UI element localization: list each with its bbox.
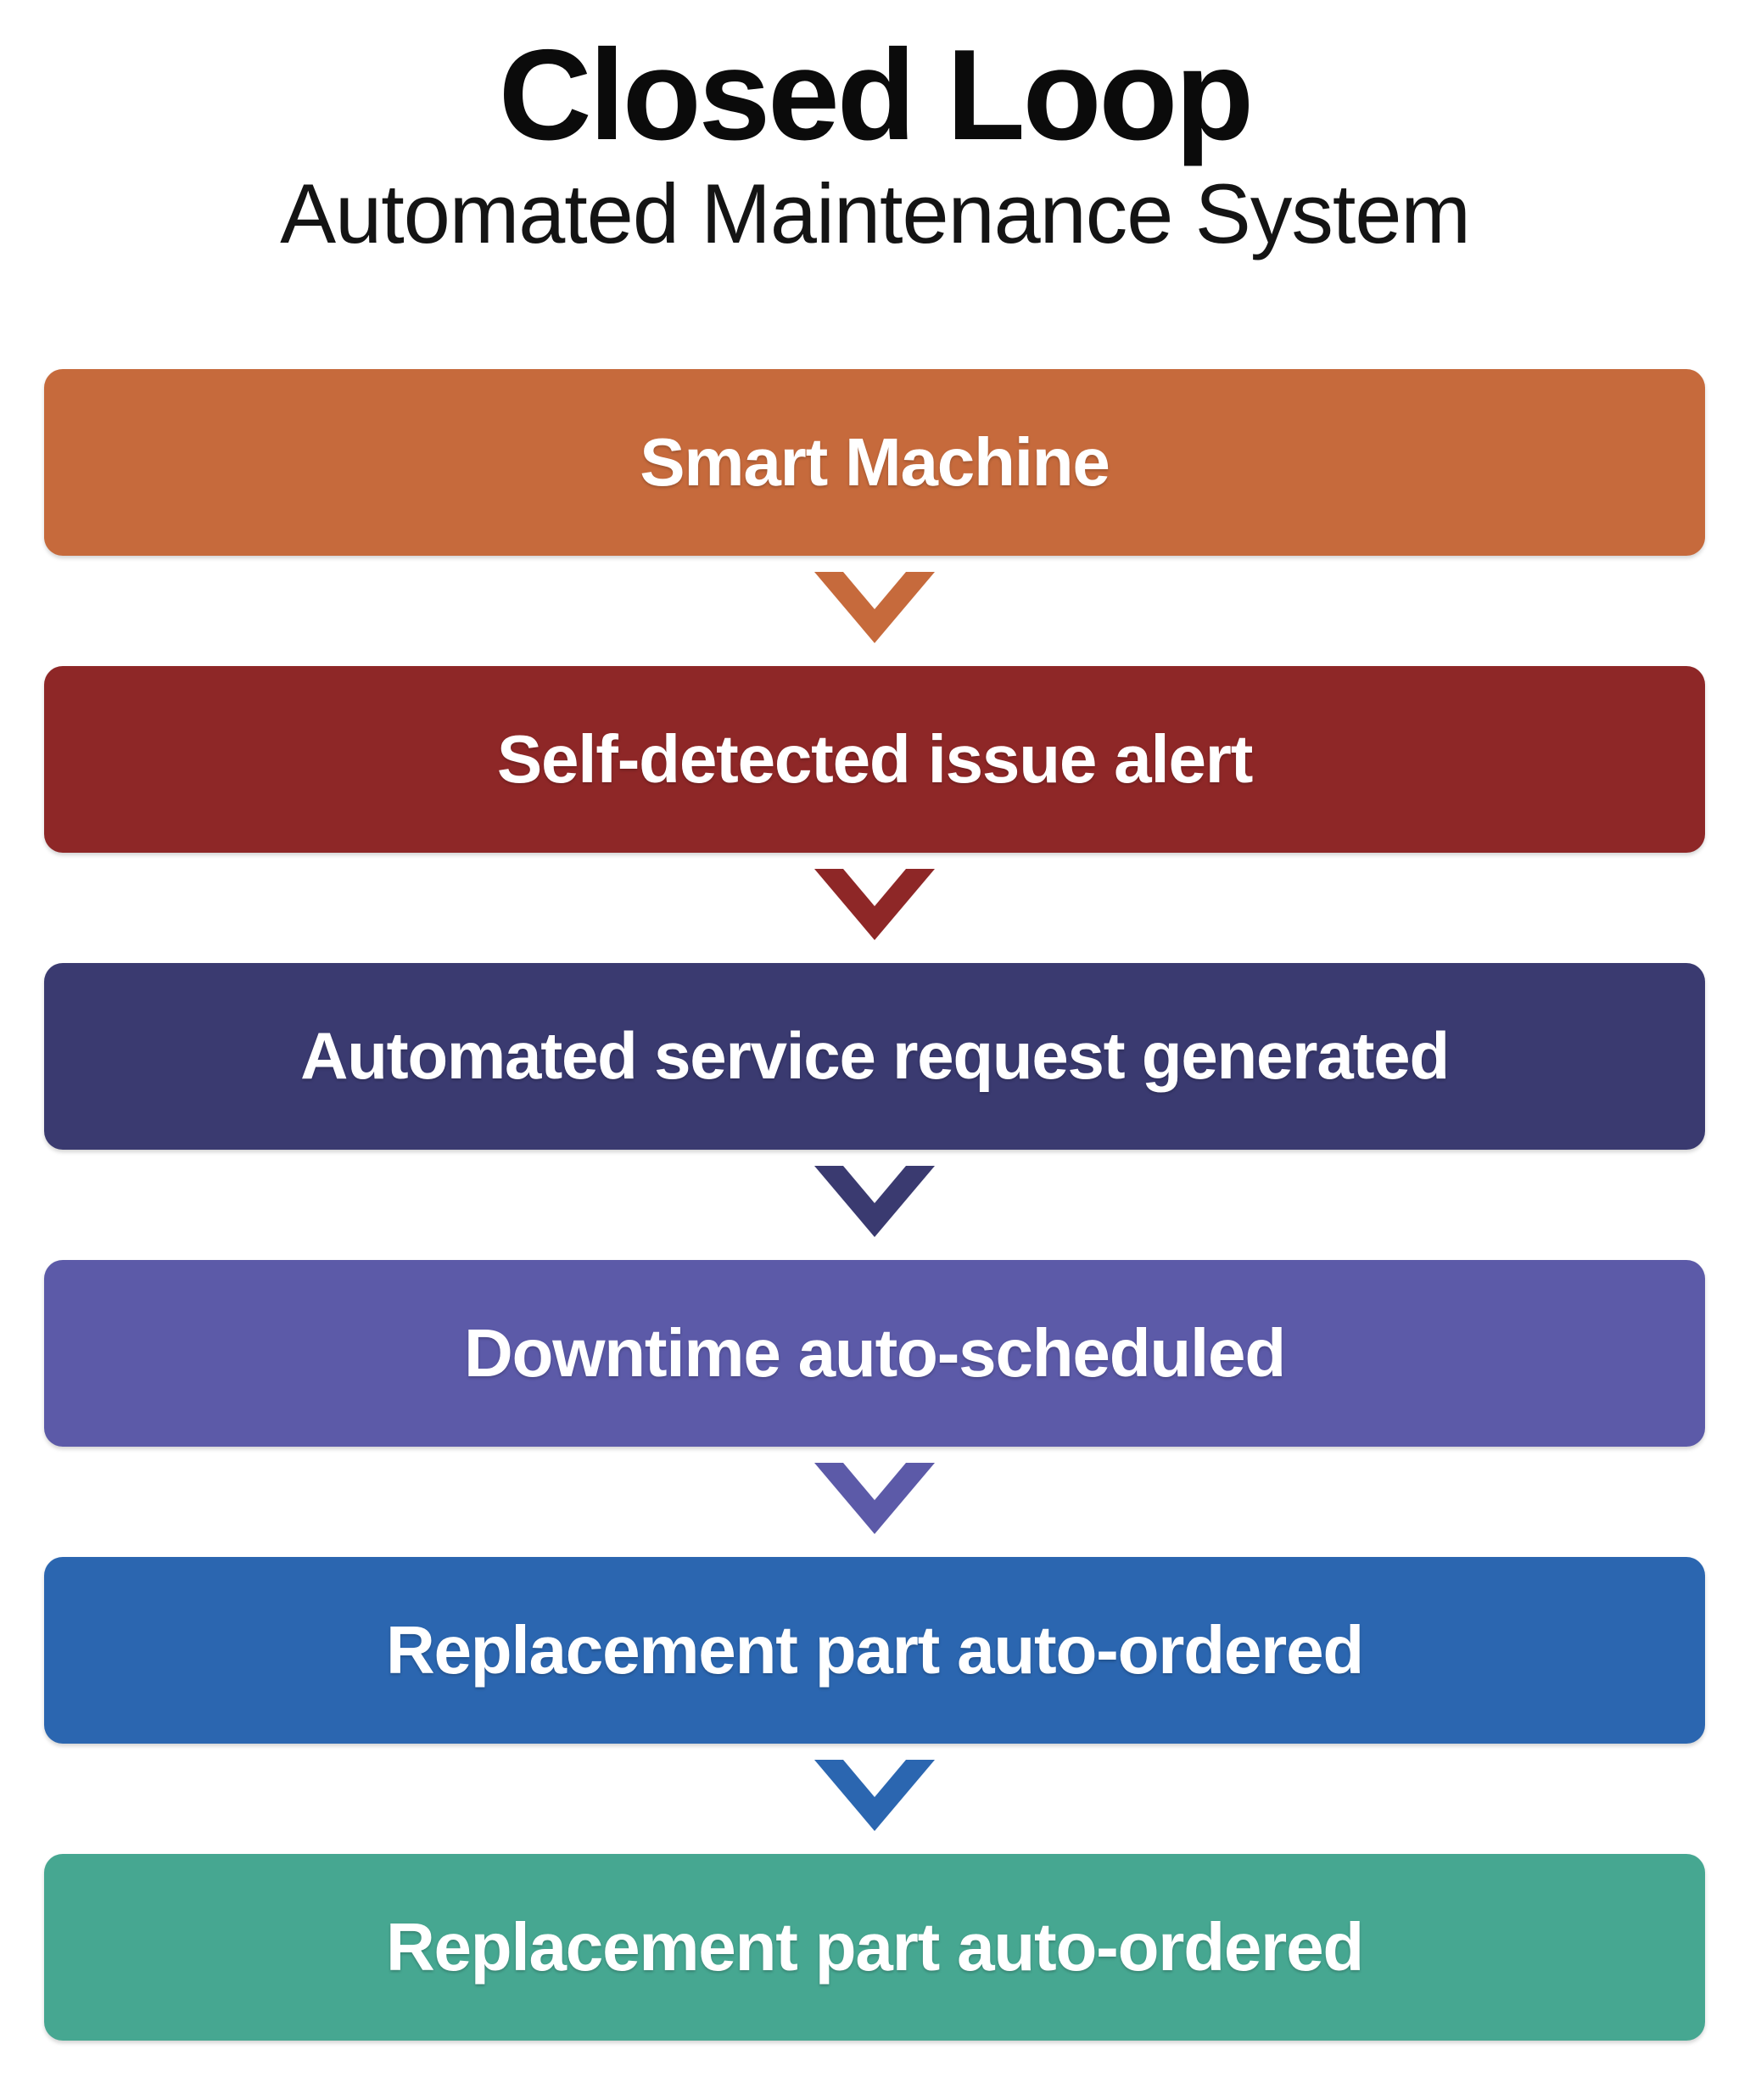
flow-connector xyxy=(44,1150,1705,1260)
flow-connector xyxy=(44,1744,1705,1854)
chevron-down-icon xyxy=(814,572,935,643)
flow-step-label: Self-detected issue alert xyxy=(496,721,1254,797)
chevron-down-icon xyxy=(814,1166,935,1237)
flow-step: Automated service request generated xyxy=(44,963,1705,1150)
flow-step-label: Replacement part auto-ordered xyxy=(385,1612,1364,1688)
chevron-down-icon xyxy=(814,869,935,940)
chevron-down-icon xyxy=(814,1760,935,1831)
flow-step-label: Downtime auto-scheduled xyxy=(463,1315,1286,1391)
flow-step-bar[interactable]: Smart Machine xyxy=(44,369,1705,556)
flow-step-label: Smart Machine xyxy=(640,424,1110,500)
flow-step: Smart Machine xyxy=(44,369,1705,556)
chevron-down-icon xyxy=(814,1463,935,1534)
flow-step-bar[interactable]: Self-detected issue alert xyxy=(44,666,1705,853)
flow-step: Replacement part auto-ordered xyxy=(44,1557,1705,1744)
flow-step: Replacement part auto-ordered xyxy=(44,1854,1705,2041)
flow-step-bar[interactable]: Replacement part auto-ordered xyxy=(44,1557,1705,1744)
page-title: Closed Loop xyxy=(498,23,1254,167)
flow-step-bar[interactable]: Replacement part auto-ordered xyxy=(44,1854,1705,2041)
flow-step-bar[interactable]: Automated service request generated xyxy=(44,963,1705,1150)
flow-step-label: Automated service request generated xyxy=(300,1018,1450,1094)
flow-step-label: Replacement part auto-ordered xyxy=(385,1909,1364,1985)
flow-step-bar[interactable]: Downtime auto-scheduled xyxy=(44,1260,1705,1447)
header: Closed Loop Automated Maintenance System xyxy=(0,0,1750,261)
flow-connector xyxy=(44,1447,1705,1557)
flow-connector xyxy=(44,853,1705,963)
flow-step: Downtime auto-scheduled xyxy=(44,1260,1705,1447)
flow-step: Self-detected issue alert xyxy=(44,666,1705,853)
page-subtitle: Automated Maintenance System xyxy=(280,166,1471,261)
flow-connector xyxy=(44,556,1705,666)
